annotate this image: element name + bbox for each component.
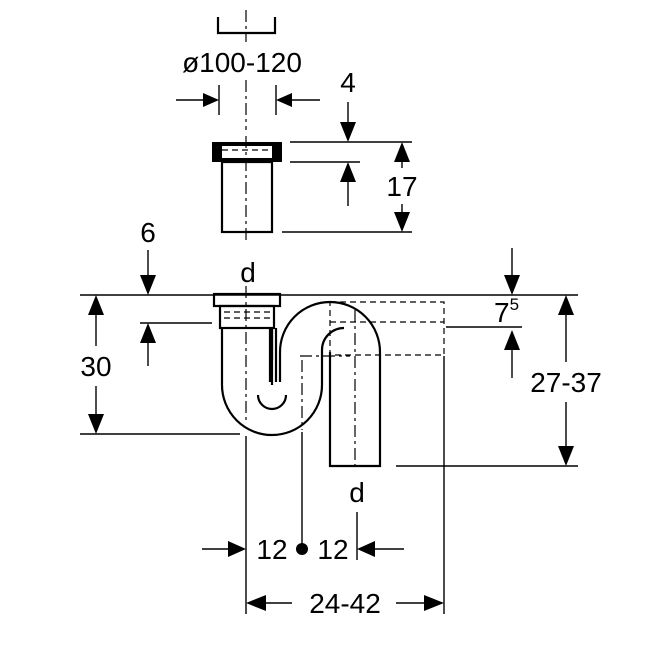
height-range-dimension xyxy=(396,295,578,467)
inlet-depth-label: 6 xyxy=(140,217,156,248)
width-range-dimension xyxy=(246,595,444,611)
drain-cup-symbol xyxy=(216,10,277,42)
diameter-label: ø100-120 xyxy=(182,47,302,78)
top-height-dimension xyxy=(282,142,412,233)
outlet-d-label: d xyxy=(349,477,365,508)
outlet-depth-label: 75 xyxy=(494,295,519,328)
height-30-label: 30 xyxy=(80,351,111,382)
inlet-d-label: d xyxy=(240,257,256,288)
offset-dimension xyxy=(202,541,404,557)
left-offset-label: 12 xyxy=(256,534,287,565)
outlet-depth-dimension xyxy=(446,248,522,378)
height-range-label: 27-37 xyxy=(530,367,602,398)
adapter-sleeve xyxy=(212,136,282,240)
top-height-label: 17 xyxy=(386,171,417,202)
top-offset-dimension xyxy=(290,102,412,206)
diameter-dimension xyxy=(176,80,320,130)
width-range-label: 24-42 xyxy=(309,588,381,619)
height-30-dimension xyxy=(80,295,240,435)
siphon-body xyxy=(212,286,445,470)
inlet-depth-dimension xyxy=(140,250,156,366)
top-offset-label: 4 xyxy=(340,67,356,98)
right-offset-label: 12 xyxy=(317,534,348,565)
